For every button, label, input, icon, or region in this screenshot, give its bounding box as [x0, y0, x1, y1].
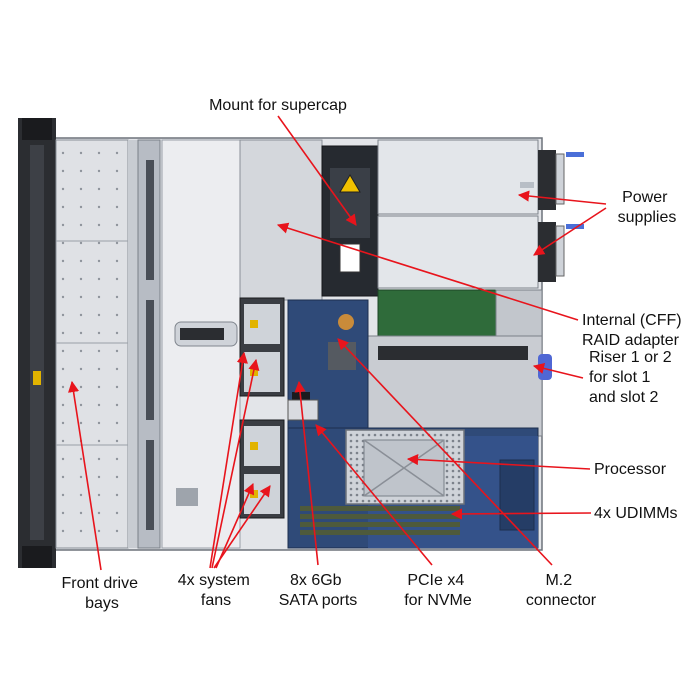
riser-cage	[365, 289, 552, 437]
arrow-system-fan-3	[215, 482, 255, 569]
callout-arrows	[68, 115, 607, 571]
processor-heatsink	[345, 429, 465, 505]
internal-cage	[239, 139, 323, 301]
arrow-supercap	[277, 115, 357, 226]
arrow-riser	[532, 362, 584, 379]
udimm-slots	[300, 506, 460, 535]
arrow-raid-adapter	[276, 222, 579, 321]
drive-backplane	[137, 139, 173, 549]
label-m2-connector: M.2 connector	[526, 572, 597, 609]
arrow-power-supply-1	[517, 190, 607, 205]
cable-area	[161, 139, 241, 549]
arrow-system-fan-2	[213, 485, 271, 569]
label-riser: Riser 1 or 2 for slot 1 and slot 2	[589, 349, 676, 406]
label-raid-adapter: Internal (CFF) RAID adapter	[582, 312, 686, 349]
m2-connector-area	[499, 459, 535, 531]
callout-labels: Mount for supercap Power supplies Intern…	[62, 97, 686, 612]
arrow-m2-connector	[337, 338, 553, 566]
arrow-udimms	[450, 508, 592, 520]
label-front-drive-bays: Front drive bays	[62, 575, 143, 612]
front-bezel	[18, 118, 56, 568]
arrow-front-drive-bays	[68, 380, 102, 571]
arrow-power-supply-2	[533, 207, 607, 256]
front-drive-bays-area	[55, 139, 138, 549]
supercap-mount	[321, 145, 379, 297]
label-power-supplies: Power supplies	[618, 189, 677, 226]
arrow-sata-ports	[294, 380, 319, 566]
arrow-processor	[406, 453, 591, 470]
label-sata-ports: 8x 6Gb SATA ports	[279, 572, 358, 609]
arrow-system-fan-1	[211, 358, 260, 569]
label-udimms: 4x UDIMMs	[594, 505, 678, 522]
arrow-system-fan-4	[209, 351, 248, 569]
label-pcie-nvme: PCIe x4 for NVMe	[404, 572, 472, 609]
system-fan-modules	[239, 297, 285, 519]
label-system-fans: 4x system fans	[178, 572, 254, 609]
label-processor: Processor	[594, 461, 667, 478]
power-supply-units	[377, 139, 584, 289]
server-chassis	[18, 118, 584, 568]
raid-adapter-board	[377, 289, 497, 337]
label-supercap: Mount for supercap	[209, 97, 347, 114]
arrow-pcie-nvme	[315, 424, 433, 566]
bezel-label-tag	[33, 371, 41, 385]
